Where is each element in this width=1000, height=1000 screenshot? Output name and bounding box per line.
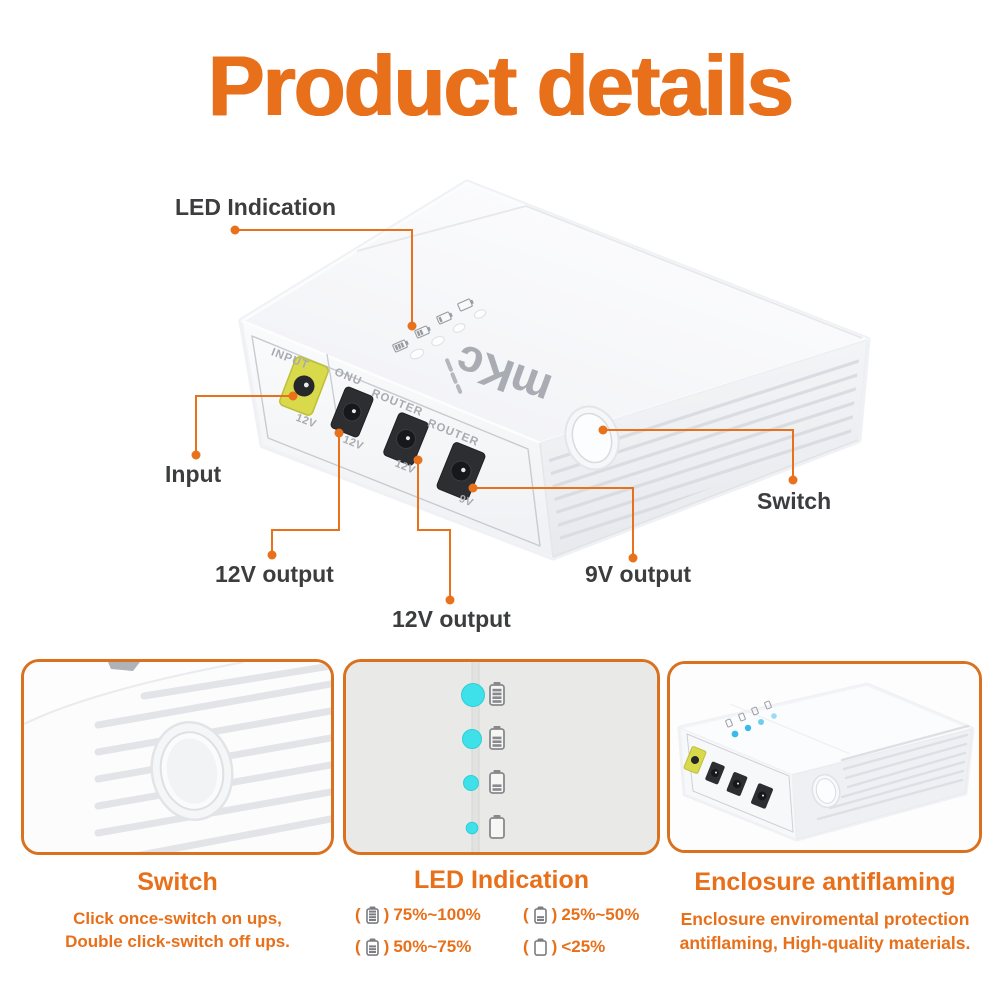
callout-dots [191, 225, 798, 605]
ups-device: mKc INPUT 12V [238, 179, 871, 561]
callout-line-output-9v [473, 487, 634, 558]
mini-input-port [683, 746, 707, 774]
caption-enclosure: Enclosure antiflaming Enclosure envirome… [652, 868, 998, 955]
battery-three-quarters-icon [489, 726, 505, 750]
logo-fragment [108, 662, 140, 671]
mini-device-image [670, 664, 979, 850]
led-lights [461, 683, 485, 835]
battery-three-quarters-icon [414, 325, 431, 339]
caption-enclosure-line-1: Enclosure enviromental protection [680, 909, 970, 929]
front-right-edge [539, 442, 554, 558]
panel-led-closeup [343, 659, 660, 855]
battery-empty-icon [489, 815, 505, 839]
callout-label-input: Input [165, 461, 222, 487]
battery-half-icon [533, 906, 547, 924]
close-paren: ) [551, 905, 558, 924]
power-switch-button [150, 720, 234, 822]
top-face-seams [356, 205, 863, 339]
caption-enclosure-line-2: antiflaming, High-quality materials. [679, 933, 971, 953]
callout-line-switch [603, 429, 794, 480]
mini-output-ports [705, 761, 773, 809]
led-closeup-image [346, 662, 657, 852]
page-title: Product details [207, 39, 794, 134]
led-legend: ( ) 75%~100% ( ) 25%~50% ( ) 50%~75% ( ) [343, 905, 660, 957]
callout-line-led-indication [235, 229, 413, 326]
battery-half-icon [436, 311, 453, 325]
panel-enclosure [667, 661, 982, 853]
right-bottom-edge [552, 439, 859, 558]
mini-battery-icons [725, 700, 772, 728]
battery-empty-icon [457, 298, 474, 312]
legend-item-50-75: ( ) 50%~75% [355, 937, 523, 957]
caption-led-title: LED Indication [414, 866, 589, 894]
callout-line-input [195, 395, 293, 455]
legend-label: 50%~75% [393, 937, 472, 956]
battery-three-quarters-icon [365, 938, 379, 956]
caption-switch: Switch Click once-switch on ups, Double … [21, 868, 334, 953]
legend-item-75-100: ( ) 75%~100% [355, 905, 523, 925]
panel-switch-closeup [21, 659, 334, 855]
legend-item-25-50: ( ) 25%~50% [523, 905, 660, 925]
callout-line-output-12v-onu [271, 433, 340, 555]
mini-power-switch-button [811, 773, 841, 809]
battery-half-icon [489, 770, 505, 794]
led-windows [409, 309, 487, 360]
caption-switch-title: Switch [137, 868, 218, 896]
open-paren: ( [355, 937, 361, 956]
caption-enclosure-title: Enclosure antiflaming [694, 868, 956, 896]
battery-empty-icon [533, 938, 547, 956]
callout-label-led-indication: LED Indication [175, 194, 336, 220]
battery-full-icon [392, 339, 409, 353]
callout-line-output-12v-router [417, 460, 451, 600]
callout-leaders [195, 229, 794, 600]
close-paren: ) [383, 905, 390, 924]
legend-item-under-25: ( ) <25% [523, 937, 660, 957]
legend-label: <25% [561, 937, 606, 956]
caption-switch-line-1: Click once-switch on ups, [73, 909, 282, 928]
open-paren: ( [523, 905, 529, 924]
close-paren: ) [383, 937, 390, 956]
mini-led-lights [725, 700, 777, 738]
port-panel-outline [251, 335, 541, 547]
front-top-edge-highlight [241, 320, 541, 444]
battery-full-icon [489, 682, 505, 706]
callout-label-output-9v: 9V output [585, 561, 692, 587]
callout-label-switch: Switch [757, 488, 832, 514]
battery-full-icon [365, 906, 379, 924]
brand-tagline-marks [445, 358, 463, 394]
mini-ups-device [677, 682, 975, 842]
battery-level-icons [489, 682, 505, 839]
callout-label-output-12v-router: 12V output [392, 606, 511, 632]
mini-vent-grooves [816, 724, 970, 821]
open-paren: ( [355, 905, 361, 924]
router-9v-port-voltage: 9V [457, 493, 475, 510]
legend-label: 25%~50% [561, 905, 640, 924]
led-strip [392, 298, 487, 360]
device-illustration: mKc INPUT 12V [191, 179, 871, 605]
top-face-seam [472, 662, 479, 852]
callout-label-output-12v-onu: 12V output [215, 561, 334, 587]
close-paren: ) [551, 937, 558, 956]
legend-label: 75%~100% [393, 905, 481, 924]
switch-closeup-image [24, 662, 331, 852]
caption-led-indication: LED Indication ( ) 75%~100% ( ) 25%~50% … [343, 866, 660, 957]
caption-switch-line-2: Double click-switch off ups. [65, 932, 290, 951]
open-paren: ( [523, 937, 529, 956]
